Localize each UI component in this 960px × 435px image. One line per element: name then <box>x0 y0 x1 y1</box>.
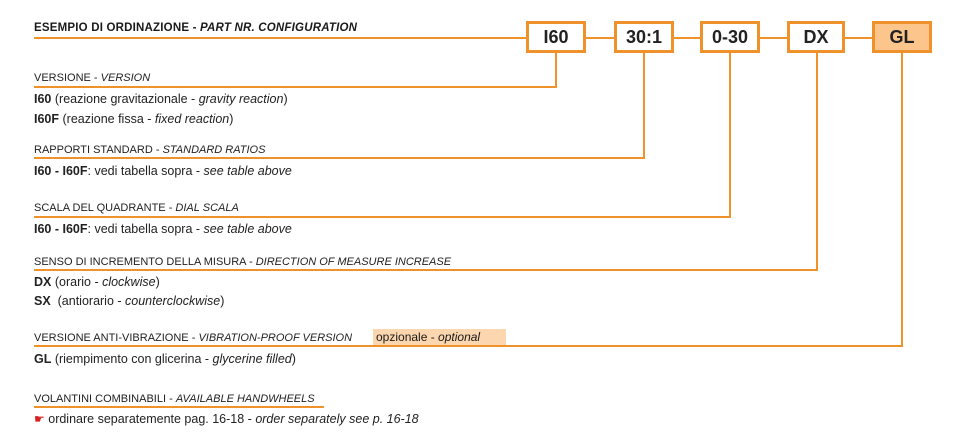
section-heading-vibration: VERSIONE ANTI-VIBRAZIONE - VIBRATION-PRO… <box>34 332 353 344</box>
pointing-hand-icon: ☛ <box>34 412 45 426</box>
section-heading-ratios: RAPPORTI STANDARD - STANDARD RATIOS <box>34 144 266 156</box>
connector-vibration <box>901 53 903 346</box>
section-underline-handwheels <box>34 406 324 408</box>
connector-direction <box>816 53 818 270</box>
connector-scale <box>729 53 731 217</box>
title-underline <box>34 37 930 39</box>
section-underline-direction <box>34 269 818 271</box>
option-line: I60 (reazione gravitazionale - gravity r… <box>34 92 288 106</box>
code-box-vibration: GL <box>872 21 932 53</box>
code-box-version: I60 <box>526 21 586 53</box>
section-heading-handwheels: VOLANTINI COMBINABILI - AVAILABLE HANDWH… <box>34 393 315 405</box>
option-line: DX (orario - clockwise) <box>34 275 160 289</box>
option-line: I60 - I60F: vedi tabella sopra - see tab… <box>34 222 292 236</box>
code-box-scale: 0-30 <box>700 21 760 53</box>
section-heading-version: VERSIONE - VERSION <box>34 72 151 84</box>
optional-badge: opzionale - optional <box>373 329 506 345</box>
connector-ratio <box>643 53 645 158</box>
section-underline-vibration <box>34 345 903 347</box>
section-heading-scale: SCALA DEL QUADRANTE - DIAL SCALA <box>34 202 239 214</box>
code-box-direction: DX <box>787 21 845 53</box>
option-line: SX (antiorario - counterclockwise) <box>34 294 225 308</box>
connector-version <box>555 53 557 87</box>
option-line: GL (riempimento con glicerina - glycerin… <box>34 352 296 366</box>
option-line: I60 - I60F: vedi tabella sopra - see tab… <box>34 164 292 178</box>
page-title: ESEMPIO DI ORDINAZIONE - PART NR. CONFIG… <box>34 22 358 34</box>
section-heading-direction: SENSO DI INCREMENTO DELLA MISURA - DIREC… <box>34 256 452 268</box>
handwheel-note: ☛ ordinare separatemente pag. 16-18 - or… <box>34 412 419 426</box>
section-underline-version <box>34 86 557 88</box>
section-underline-ratio <box>34 157 645 159</box>
section-underline-scale <box>34 216 731 218</box>
code-box-ratio: 30:1 <box>614 21 674 53</box>
option-line: I60F (reazione fissa - fixed reaction) <box>34 112 234 126</box>
